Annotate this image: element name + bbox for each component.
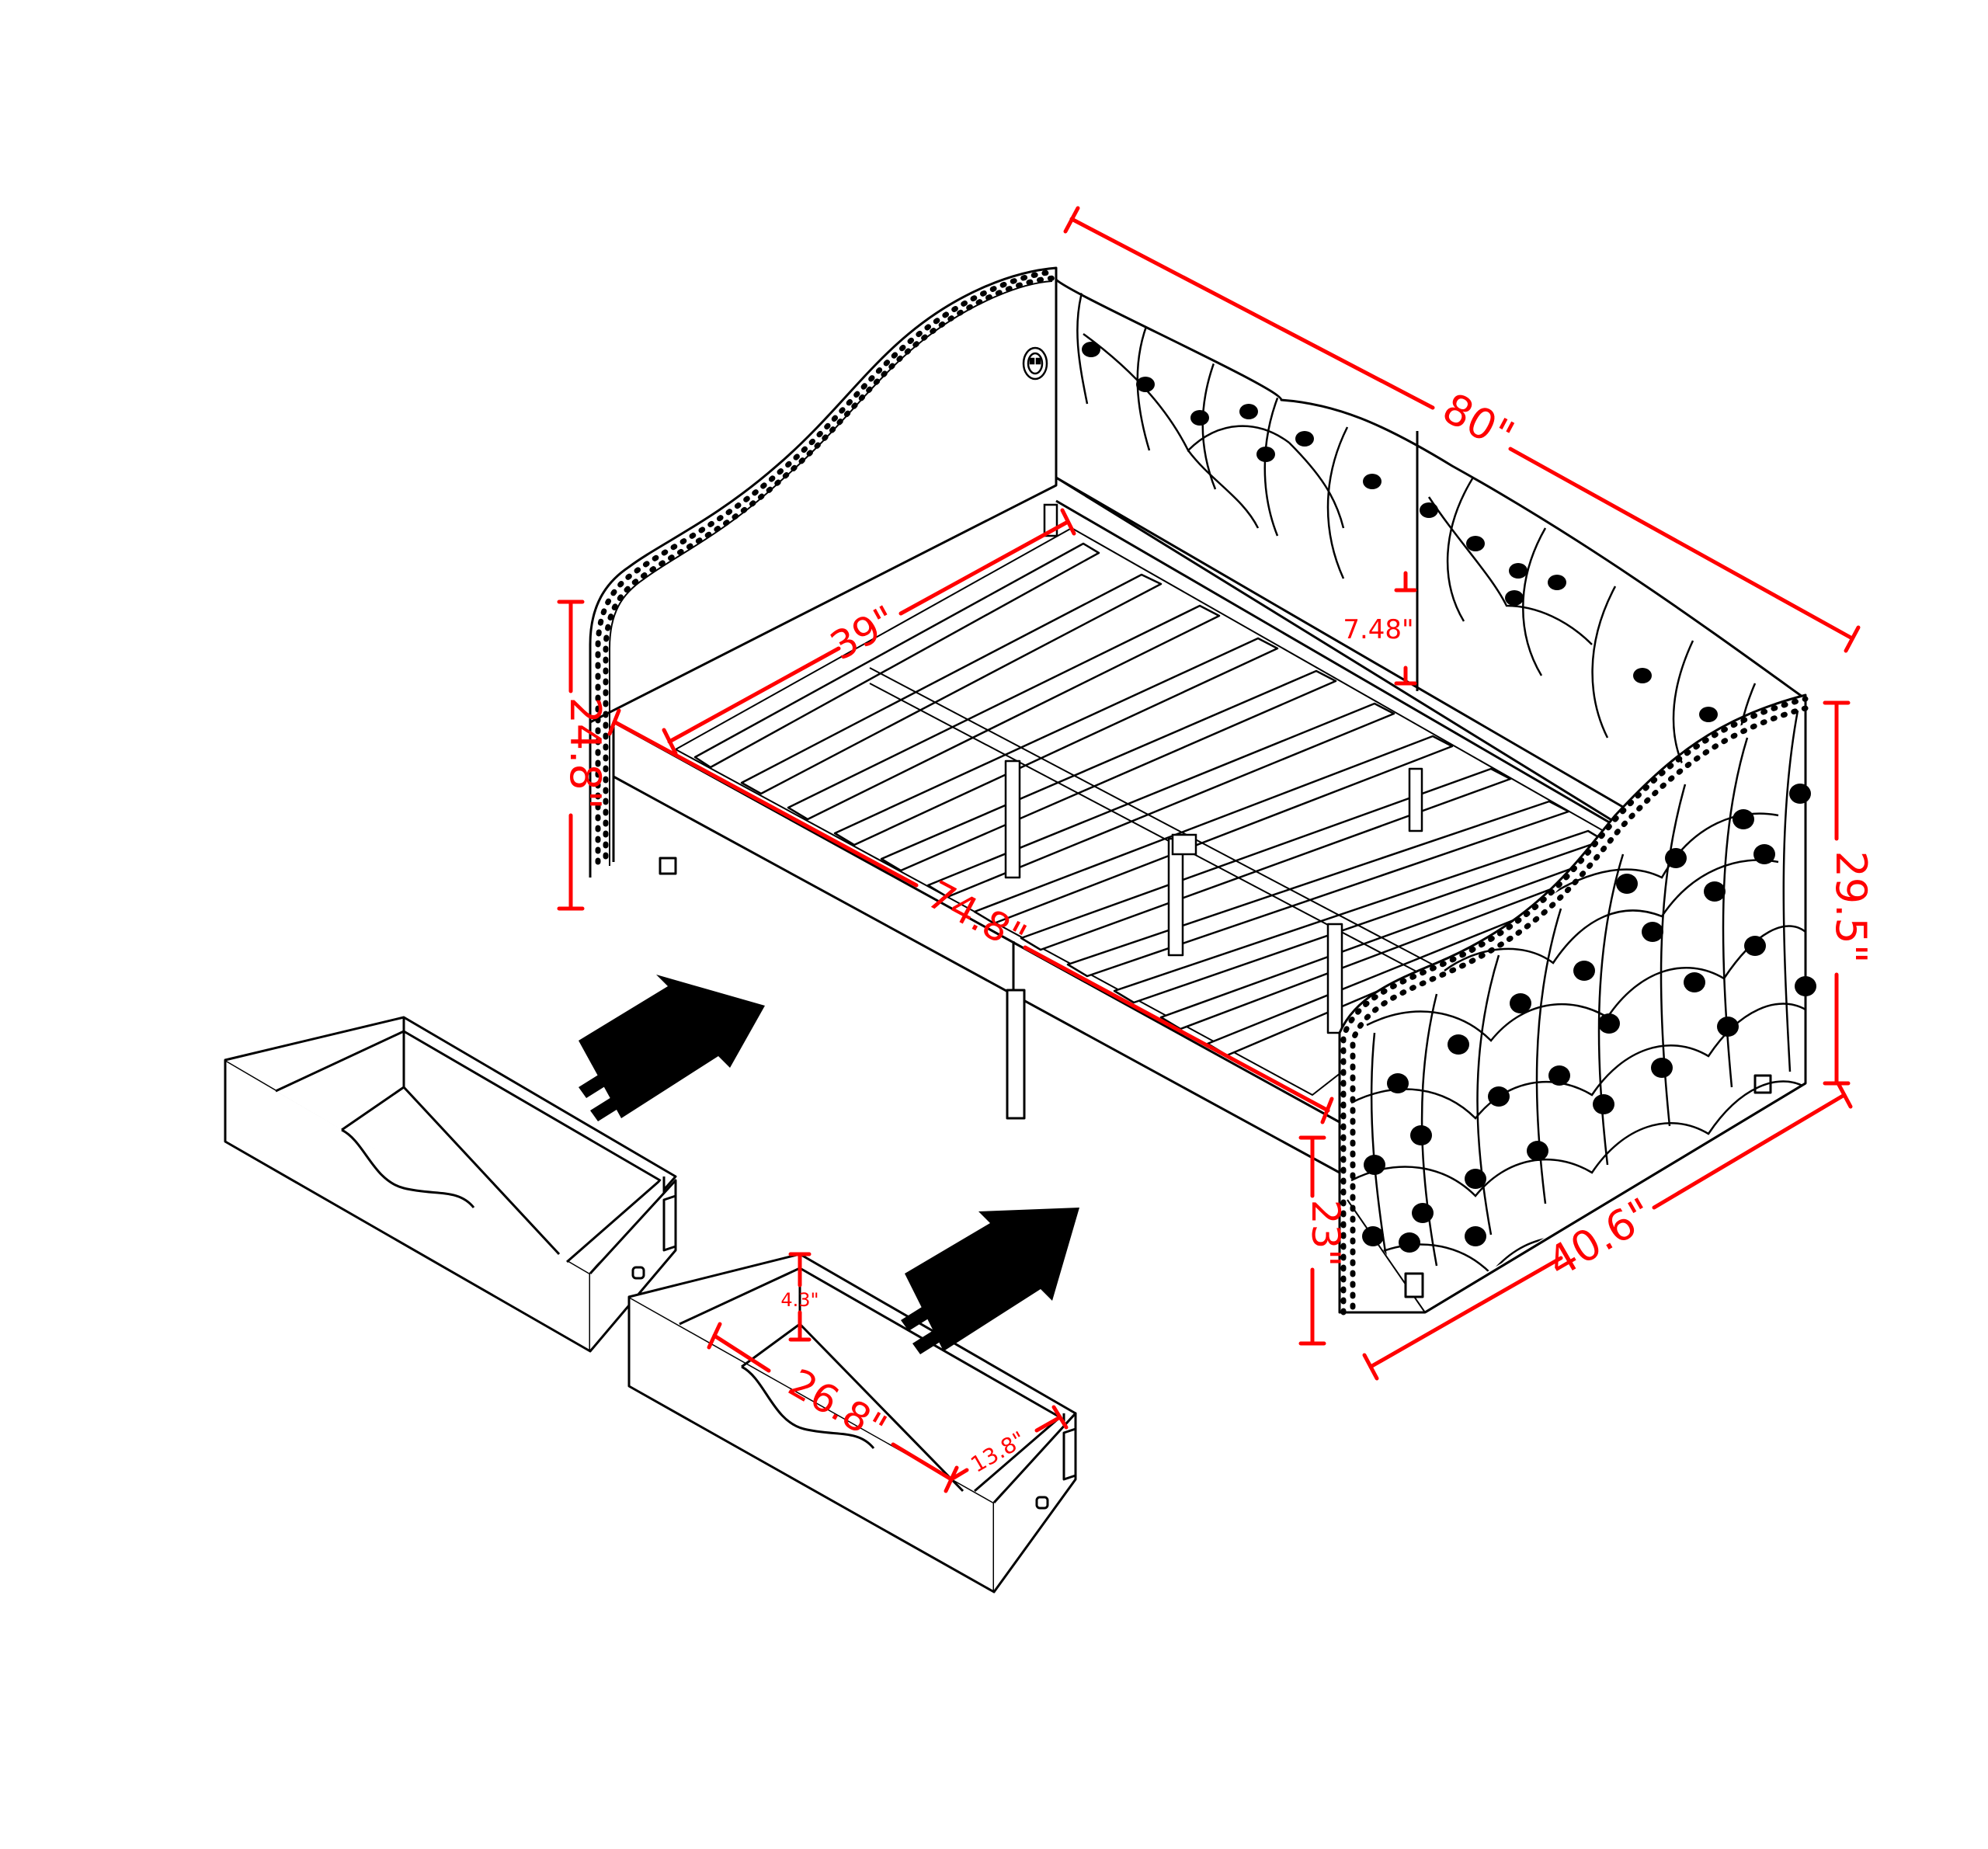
nailhead-trim-left bbox=[595, 269, 1058, 865]
right-arm bbox=[1338, 693, 1807, 1314]
back-rail bbox=[1055, 476, 1632, 836]
center-beam bbox=[869, 667, 1445, 987]
drawer-1 bbox=[224, 1016, 677, 1353]
usb-port-icon bbox=[1022, 346, 1048, 381]
nailhead-trim-right bbox=[1340, 696, 1809, 1316]
slats bbox=[693, 542, 1628, 1057]
dimension-lines bbox=[557, 206, 1861, 1493]
dim-leg-height: 23" bbox=[1303, 1200, 1348, 1267]
arm-buttons bbox=[1362, 784, 1816, 1253]
dim-drawer-depth: 4.3" bbox=[780, 1289, 818, 1311]
back-buttons bbox=[1082, 342, 1718, 722]
dim-arm-height: 24.8" bbox=[561, 697, 610, 809]
left-arm bbox=[589, 266, 1058, 878]
dim-rail-height: 7.48" bbox=[1343, 614, 1413, 645]
dim-overall-height: 29.5" bbox=[1826, 850, 1875, 963]
arrow-icon bbox=[579, 975, 1079, 1354]
daybed-frame bbox=[589, 266, 1807, 1314]
front-leg bbox=[1006, 989, 1026, 1120]
